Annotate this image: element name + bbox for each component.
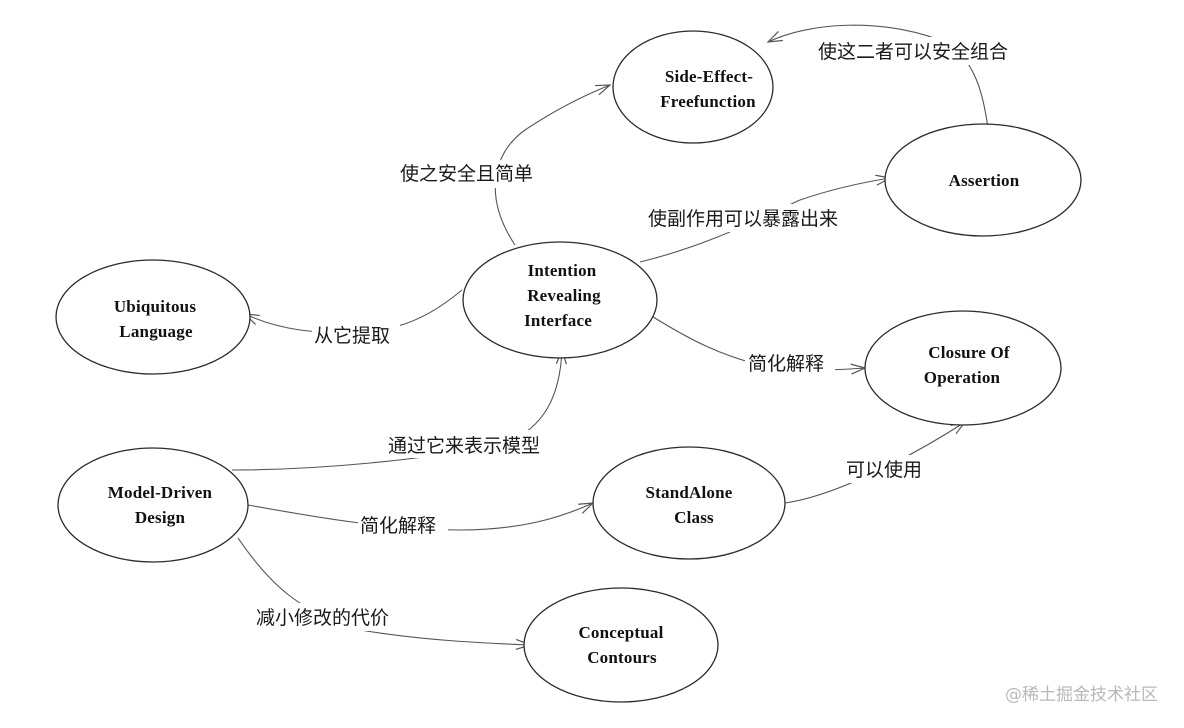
node-standalone-class: StandAlone Class	[592, 446, 786, 560]
edge-label-simplify-standalone: 简化解释	[360, 515, 436, 537]
svg-text:Design: Design	[135, 508, 186, 527]
svg-text:Assertion: Assertion	[949, 171, 1020, 190]
edge-label-can-use: 可以使用	[846, 459, 922, 481]
edge-label-express-model: 通过它来表示模型	[388, 435, 540, 457]
svg-text:Conceptual: Conceptual	[578, 623, 663, 642]
edge-expose-side-effects	[639, 178, 890, 263]
edge-label-extract-from: 从它提取	[314, 325, 390, 347]
node-conceptual-contours: Conceptual Contours	[523, 587, 719, 703]
node-intention-revealing-interface: Intention Revealing Interface	[462, 241, 658, 359]
svg-text:Model-Driven: Model-Driven	[108, 483, 213, 502]
svg-text:Revealing: Revealing	[527, 286, 601, 305]
watermark-text: @稀土掘金技术社区	[1005, 685, 1158, 705]
edge-safe-simple	[494, 85, 610, 246]
edge-simplify-standalone	[247, 503, 593, 531]
svg-text:StandAlone: StandAlone	[645, 483, 732, 502]
node-side-effect-free: Side-Effect- Freefunction	[612, 30, 774, 144]
node-assertion: Assertion	[884, 123, 1082, 237]
svg-text:Side-Effect-: Side-Effect-	[665, 67, 753, 86]
svg-text:Closure Of: Closure Of	[928, 343, 1010, 362]
svg-text:Intention: Intention	[528, 261, 597, 280]
edge-label-expose-side-effects: 使副作用可以暴露出来	[648, 208, 838, 230]
svg-text:Ubiquitous: Ubiquitous	[114, 297, 197, 316]
svg-text:Operation: Operation	[924, 368, 1001, 387]
svg-text:Language: Language	[119, 322, 193, 341]
edge-label-simplify-closure: 简化解释	[748, 353, 824, 375]
node-ubiquitous-language: Ubiquitous Language	[55, 259, 251, 375]
edge-label-reduce-cost: 减小修改的代价	[256, 607, 389, 629]
edge-label-safe-simple: 使之安全且简单	[400, 163, 533, 185]
svg-text:Interface: Interface	[524, 311, 592, 330]
node-closure-of-operation: Closure Of Operation	[864, 310, 1062, 426]
svg-text:Class: Class	[674, 508, 714, 527]
edge-label-combine-safely: 使这二者可以安全组合	[818, 41, 1008, 63]
svg-text:Freefunction: Freefunction	[660, 92, 756, 111]
node-model-driven-design: Model-Driven Design	[57, 447, 249, 563]
svg-text:Contours: Contours	[587, 648, 657, 667]
